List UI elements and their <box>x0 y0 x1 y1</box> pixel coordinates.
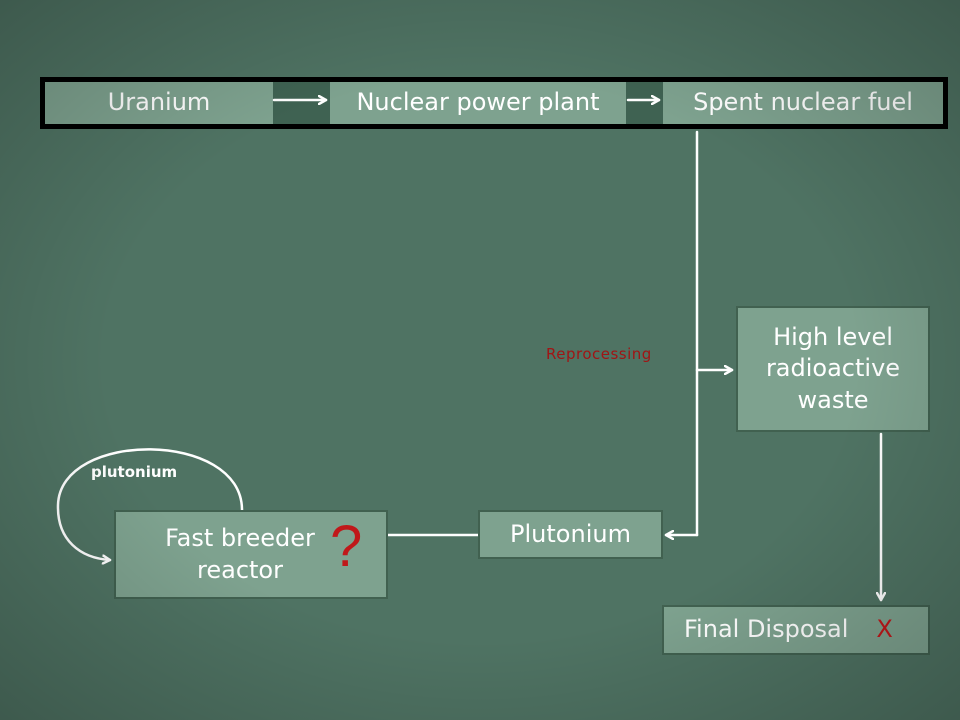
high-level-waste-box: High level radioactive waste <box>736 306 930 432</box>
disposal-x-mark: X <box>876 615 893 644</box>
uranium-box: Uranium <box>45 82 273 124</box>
fast-breeder-reactor-box: Fast breeder reactor <box>114 510 388 599</box>
nuclear-power-plant-label: Nuclear power plant <box>356 88 600 117</box>
question-mark: ? <box>330 514 363 579</box>
plutonium-box: Plutonium <box>478 510 663 559</box>
spent-nuclear-fuel-label: Spent nuclear fuel <box>693 88 913 117</box>
uranium-label: Uranium <box>107 88 211 117</box>
final-disposal-label: Final Disposal <box>684 615 849 644</box>
plutonium-loop-label: plutonium <box>91 463 178 481</box>
spent-nuclear-fuel-box: Spent nuclear fuel <box>663 82 943 124</box>
final-disposal-box: Final Disposal X <box>662 605 930 655</box>
nuclear-power-plant-box: Nuclear power plant <box>330 82 626 124</box>
reprocessing-label: Reprocessing <box>546 345 652 363</box>
fast-breeder-reactor-label: Fast breeder reactor <box>165 524 315 584</box>
plutonium-box-label: Plutonium <box>510 519 631 548</box>
high-level-waste-label: High level radioactive waste <box>765 323 901 414</box>
plutonium-loop-arrow <box>56 448 244 560</box>
